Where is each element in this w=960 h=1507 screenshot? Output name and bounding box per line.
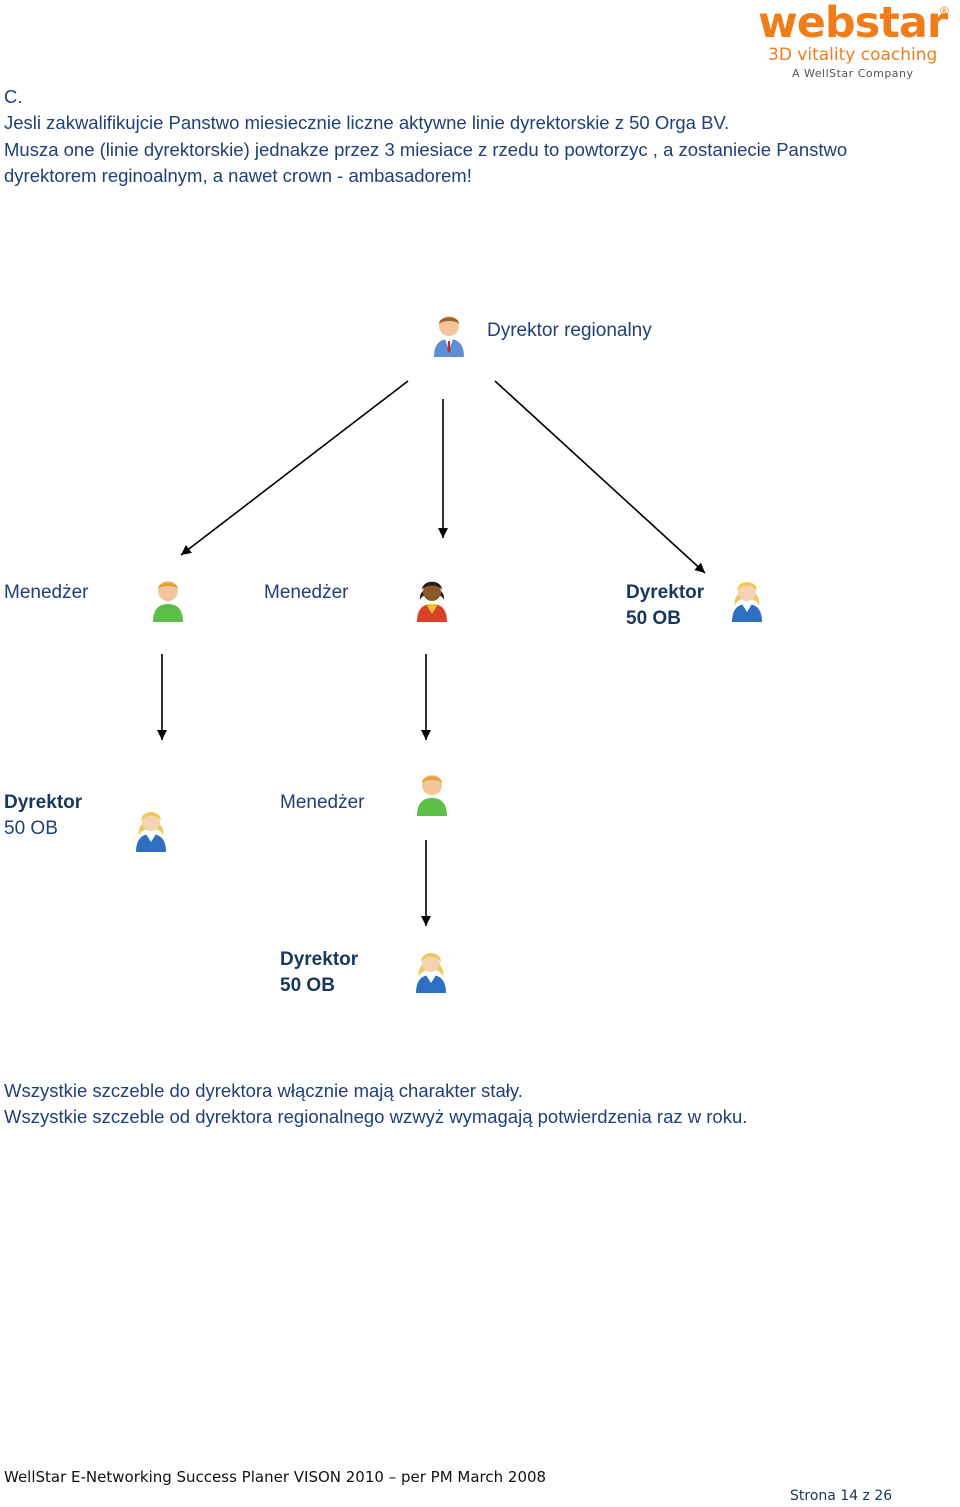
outro-paragraph: Wszystkie szczeble do dyrektora włącznie… xyxy=(4,1078,747,1130)
intro-line-1: C. xyxy=(4,86,23,107)
arrow-top-to-left xyxy=(180,380,409,556)
arrow-top-to-right xyxy=(494,380,706,574)
businessman-icon xyxy=(434,316,464,357)
logo-company: A WellStar Company xyxy=(792,67,914,80)
green-person-icon xyxy=(153,581,183,622)
green-person-icon xyxy=(417,775,447,816)
node-manager-2-label: Menedżer xyxy=(264,582,349,603)
blonde-woman-icon xyxy=(732,582,762,622)
footer-text: WellStar E-Networking Success Planer VIS… xyxy=(4,1468,547,1486)
node-director-2-label-2: 50 OB xyxy=(4,818,58,839)
node-director-2-label-1: Dyrektor xyxy=(4,792,83,813)
node-director-1-label-1: Dyrektor xyxy=(626,582,705,603)
logo-tagline: 3D vitality coaching xyxy=(768,45,938,65)
intro-line-4: dyrektorem reginoalnym, a nawet crown - … xyxy=(4,164,472,186)
node-director-3-label-2: 50 OB xyxy=(280,975,335,996)
logo-wordmark: webstar xyxy=(758,0,948,48)
blonde-woman-icon xyxy=(136,812,166,852)
intro-paragraph: C. Jesli zakwalifikujcie Panstwo miesiec… xyxy=(4,84,847,189)
outro-line-1: Wszystkie szczeble do dyrektora włącznie… xyxy=(4,1080,523,1101)
node-director-1-label-2: 50 OB xyxy=(626,608,681,629)
intro-line-2: Jesli zakwalifikujcie Panstwo miesieczni… xyxy=(4,112,730,134)
intro-line-3: Musza one (linie dyrektorskie) jednakze … xyxy=(4,138,848,160)
logo-registered-mark: ® xyxy=(940,4,949,18)
page-number: Strona 14 z 26 xyxy=(790,1488,893,1504)
node-manager-3-label: Menedżer xyxy=(280,792,365,813)
node-regional-director-label: Dyrektor regionalny xyxy=(487,320,652,341)
woman-dark-hair-icon xyxy=(417,581,447,622)
blonde-woman-icon xyxy=(416,953,446,993)
node-director-3-label-1: Dyrektor xyxy=(280,949,359,970)
outro-line-2: Wszystkie szczeble od dyrektora regional… xyxy=(4,1106,748,1127)
node-manager-1-label: Menedżer xyxy=(4,582,89,603)
